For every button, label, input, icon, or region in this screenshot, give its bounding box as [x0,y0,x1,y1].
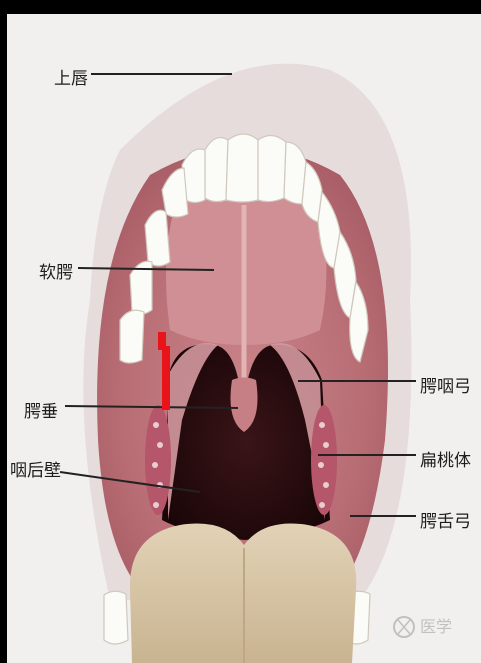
watermark-text: 医学 [420,617,452,636]
label-upper-lip: 上唇 [54,64,88,89]
tonsil-right [311,405,337,515]
label-soft-palate: 软腭 [39,258,73,283]
label-uvula: 腭垂 [24,397,58,422]
tonsil-left [145,405,171,515]
watermark-logo: 医学 [394,617,452,637]
label-palatoglossal-arch: 腭舌弓 [420,507,471,532]
figure-panel: 医学 上唇 软腭 腭垂 咽后壁 腭咽弓 扁桃体 腭舌弓 [7,14,481,663]
label-palatopharyngeal-arch: 腭咽弓 [420,372,471,397]
label-posterior-pharyngeal-wall: 咽后壁 [10,456,61,481]
title-strip [0,0,481,14]
oral-cavity-illustration: 医学 [7,14,481,663]
label-tonsil: 扁桃体 [420,446,471,471]
